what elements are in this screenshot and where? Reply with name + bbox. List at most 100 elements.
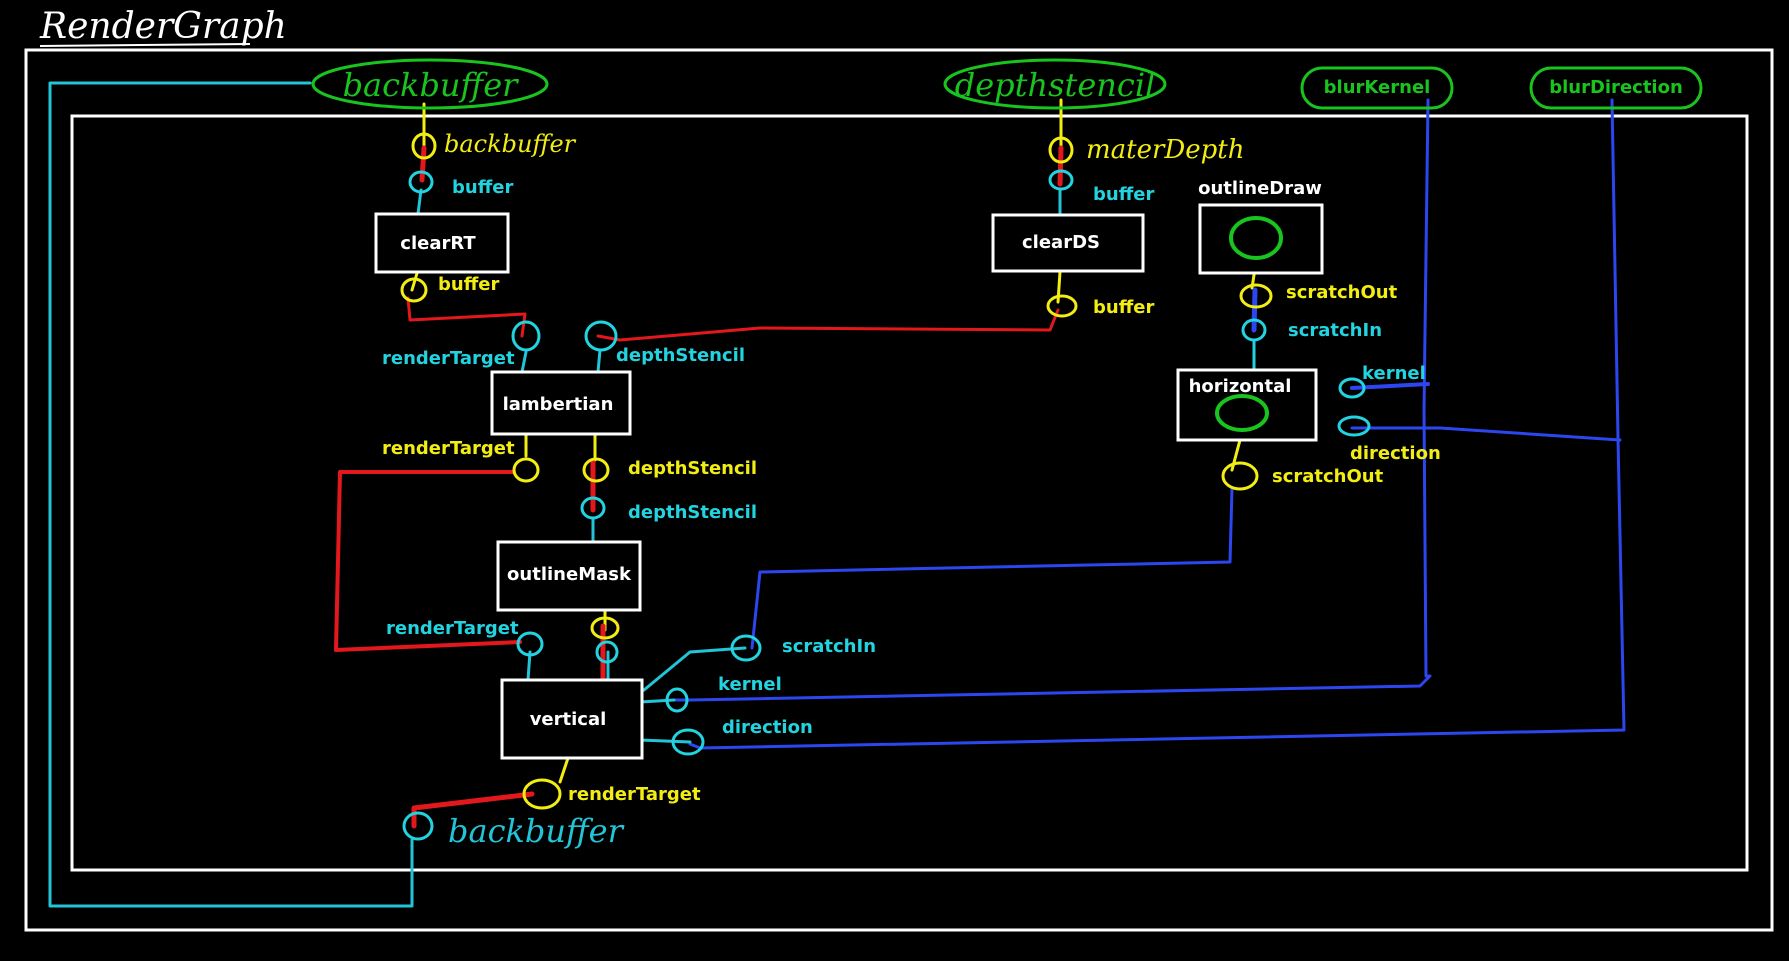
node-clearDS[interactable]: clearDS xyxy=(991,213,1145,273)
node-outlineMask-box xyxy=(496,540,642,612)
resource-blurKernel[interactable]: blurKernel xyxy=(1300,66,1454,110)
label-vertical-in-rt: renderTarget xyxy=(386,618,519,639)
link-vertical-in-scratch xyxy=(642,646,747,692)
node-vertical-box xyxy=(500,678,644,760)
pin-vertical-out[interactable] xyxy=(522,778,562,810)
pin-outlineMask-out[interactable] xyxy=(590,616,620,640)
label-vertical-direction: direction xyxy=(722,717,813,738)
label-clearDS-in: buffer xyxy=(1093,184,1154,205)
pin-clearDS-in[interactable] xyxy=(1048,169,1074,191)
pin-horizontal-in-kernel[interactable] xyxy=(1338,377,1366,399)
node-clearRT-label: clearRT xyxy=(400,233,476,254)
pin-clearRT-in[interactable] xyxy=(408,170,434,194)
link-lambertian-in-rt xyxy=(520,350,528,374)
link-blurDirection-to-horizontal xyxy=(1350,426,1622,442)
label-vertical-in-scratch: scratchIn xyxy=(782,636,876,657)
link-clearRT-to-lambertian xyxy=(406,296,527,338)
node-horizontal[interactable]: horizontal xyxy=(1176,368,1318,442)
pin-vertical-in-rt[interactable] xyxy=(516,631,544,657)
links xyxy=(48,81,1626,908)
link-horizontal-to-vertical xyxy=(750,486,1234,650)
pin-graph-in-backbuffer[interactable] xyxy=(411,132,437,160)
pin-outlineMask-in[interactable] xyxy=(580,496,606,520)
link-blurDirection xyxy=(688,98,1626,750)
label-outlineMask-in: depthStencil xyxy=(628,502,757,523)
node-horizontal-resource-icon xyxy=(1215,394,1269,432)
label-lambertian-in-ds: depthStencil xyxy=(616,345,745,366)
node-vertical-label: vertical xyxy=(530,709,607,730)
pin-clearDS-out[interactable] xyxy=(1046,294,1078,318)
label-horizontal-out: scratchOut xyxy=(1272,466,1384,487)
node-clearDS-box xyxy=(991,213,1145,273)
pin-horizontal-out[interactable] xyxy=(1221,461,1259,491)
node-lambertian-box xyxy=(490,370,632,436)
pin-vertical-in-kernel[interactable] xyxy=(665,687,689,713)
pin-graph-out-backbuffer[interactable] xyxy=(402,811,434,841)
pin-vertical-in-scratch[interactable] xyxy=(730,634,762,662)
link-lambertian-in-ds xyxy=(596,348,602,374)
resource-blurKernel-outline xyxy=(1300,66,1454,110)
pin-vertical-in-direction[interactable] xyxy=(671,728,705,756)
resources: backbuffer depthstencil blurKernel blurD… xyxy=(311,58,1703,110)
label-clearRT-out: buffer xyxy=(438,274,499,295)
node-outlineDraw-label: outlineDraw xyxy=(1198,178,1322,199)
title-underline xyxy=(39,43,251,47)
node-horizontal-label: horizontal xyxy=(1189,376,1292,397)
label-lambertian-out-rt: renderTarget xyxy=(382,438,515,459)
link-clearRT-in xyxy=(416,188,423,216)
pin-clearRT-out[interactable] xyxy=(400,277,428,303)
pin-outlineMask-ds-in[interactable] xyxy=(595,640,619,664)
link-vertical-out xyxy=(558,756,570,784)
pin-outlineDraw-out[interactable] xyxy=(1239,283,1273,309)
nodes: clearRT clearDS lambertian outlineMask v… xyxy=(374,178,1324,760)
link-vertical-direction-in xyxy=(638,738,692,744)
label-lambertian-in-rt: renderTarget xyxy=(382,348,515,369)
link-depth-to-clearDS xyxy=(1057,145,1064,187)
link-vertical-kernel-in xyxy=(638,698,676,704)
resource-backbuffer-label: backbuffer xyxy=(343,66,520,104)
link-outlineDraw-to-horizontal xyxy=(1251,287,1258,333)
inner-frame xyxy=(70,114,1749,872)
resource-depthstencil[interactable]: depthstencil xyxy=(943,58,1167,110)
label-horizontal-direction: direction xyxy=(1350,443,1441,464)
link-backbuffer-to-clearRT xyxy=(419,145,427,183)
resource-blurKernel-label: blurKernel xyxy=(1324,77,1431,98)
pin-horizontal-in-direction[interactable] xyxy=(1337,415,1371,437)
resource-depthstencil-outline xyxy=(943,58,1167,110)
node-outlineMask[interactable]: outlineMask xyxy=(496,540,642,612)
node-clearRT[interactable]: clearRT xyxy=(374,212,510,274)
pins xyxy=(400,132,1371,841)
outer-frame xyxy=(24,48,1774,932)
pin-horizontal-in[interactable] xyxy=(1241,318,1267,342)
link-blurKernel xyxy=(674,98,1432,702)
node-lambertian[interactable]: lambertian xyxy=(490,370,632,436)
resource-backbuffer[interactable]: backbuffer xyxy=(311,58,549,110)
label-graph-out-backbuffer: backbuffer xyxy=(448,812,625,850)
pin-lambertian-out-ds[interactable] xyxy=(582,457,610,483)
link-backbuffer-passthrough xyxy=(48,81,414,908)
link-lambertian-to-vertical xyxy=(334,470,522,652)
link-vertical-in-rt xyxy=(526,650,532,682)
node-lambertian-label: lambertian xyxy=(503,394,614,415)
pin-labels: backbuffer materDepth backbuffer buffer … xyxy=(382,130,1441,850)
label-horizontal-kernel: kernel xyxy=(1362,363,1426,384)
resource-backbuffer-outline xyxy=(311,58,549,110)
graph-title: RenderGraph xyxy=(39,6,287,47)
label-horizontal-in: scratchIn xyxy=(1288,320,1382,341)
pin-graph-in-depth[interactable] xyxy=(1048,136,1074,164)
node-clearRT-box xyxy=(374,212,510,274)
pin-lambertian-in-rt[interactable] xyxy=(511,320,541,352)
label-clearDS-out: buffer xyxy=(1093,297,1154,318)
link-clearDS-to-lambertian xyxy=(596,308,1060,342)
pin-lambertian-out-rt[interactable] xyxy=(512,457,540,483)
resource-blurDirection[interactable]: blurDirection xyxy=(1529,66,1703,110)
node-outlineDraw[interactable]: outlineDraw xyxy=(1198,178,1324,275)
label-lambertian-out-ds: depthStencil xyxy=(628,458,757,479)
node-vertical[interactable]: vertical xyxy=(500,678,644,760)
label-outlineDraw-out: scratchOut xyxy=(1286,282,1398,303)
pin-lambertian-in-ds[interactable] xyxy=(584,320,618,352)
node-clearDS-label: clearDS xyxy=(1022,232,1100,253)
node-outlineMask-label: outlineMask xyxy=(507,564,632,585)
